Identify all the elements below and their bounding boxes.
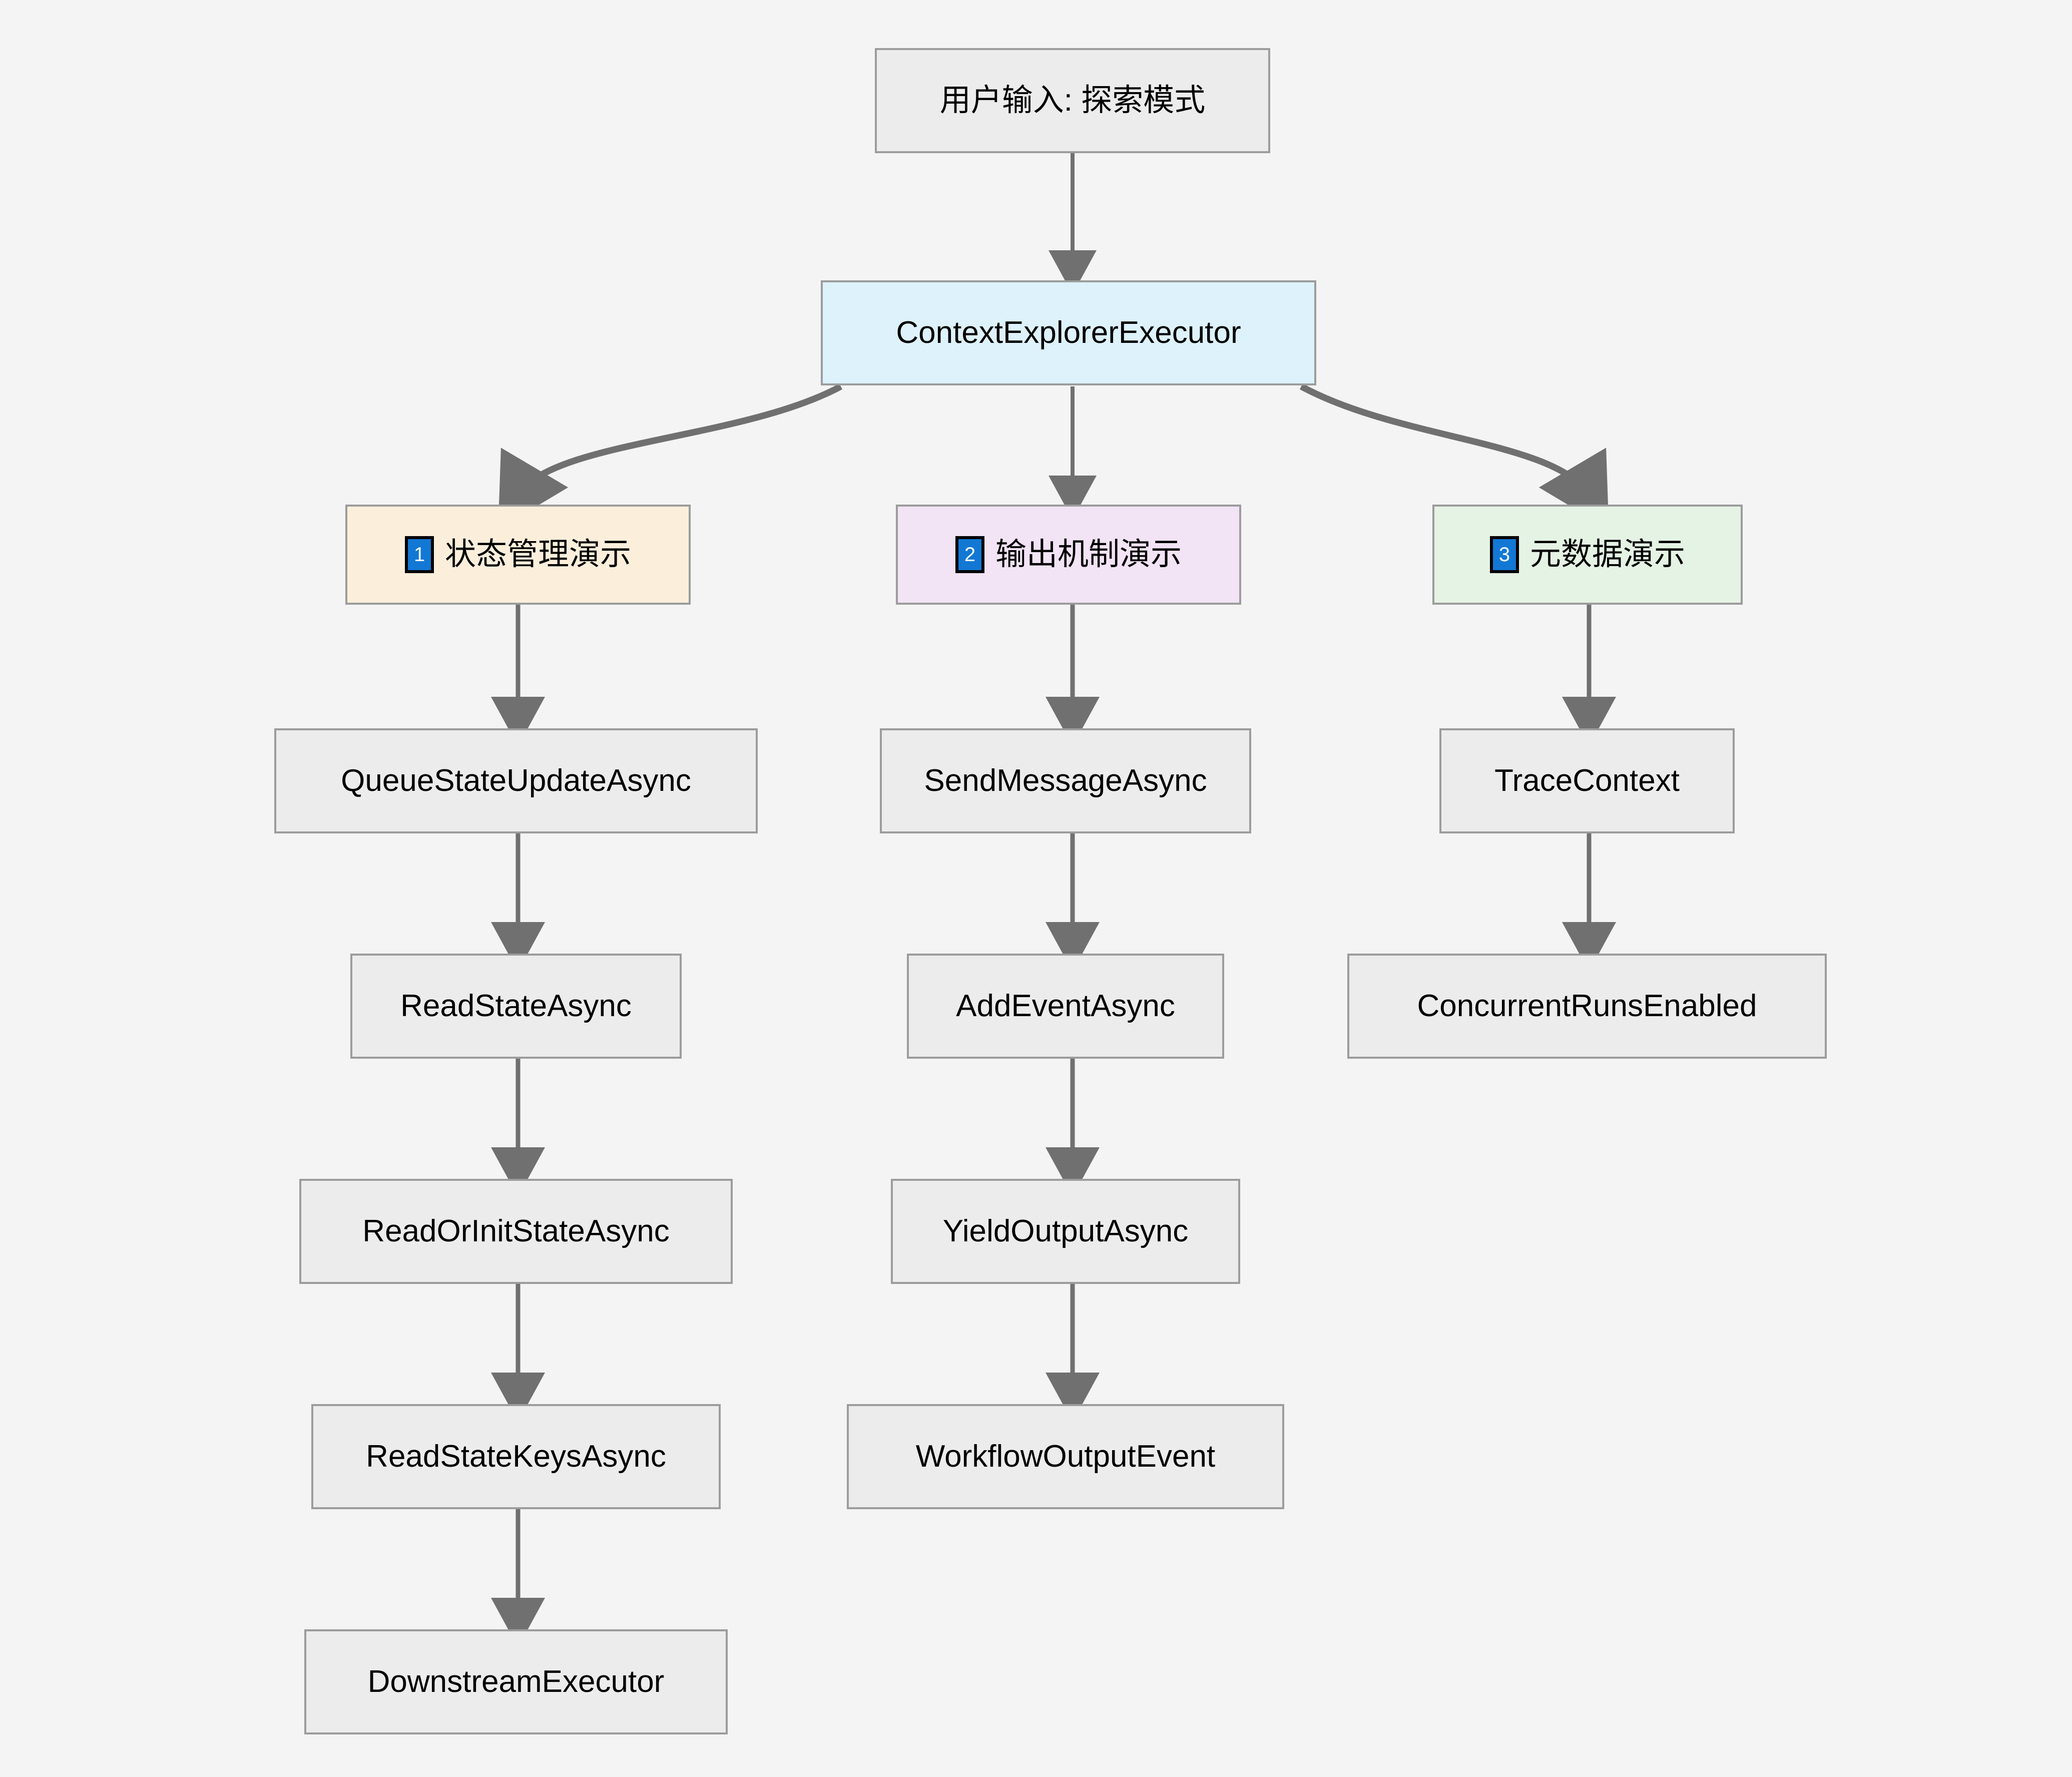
node-output-mechanism-demo-label: 输出机制演示 [995, 537, 1182, 572]
node-concurrent-runs-enabled-label: ConcurrentRunsEnabled [1417, 989, 1757, 1024]
node-add-event-async[interactable]: AddEventAsync [907, 954, 1224, 1059]
keycap-three-icon: 3 [1489, 536, 1519, 573]
category-2-label-group: 2 输出机制演示 [955, 536, 1182, 573]
node-user-input[interactable]: 用户输入: 探索模式 [875, 48, 1270, 153]
edge-executor-to-cat3 [1299, 383, 1609, 530]
node-state-management-demo-label: 状态管理演示 [444, 537, 631, 572]
node-user-input-label: 用户输入: 探索模式 [939, 83, 1206, 118]
node-queue-state-update-async-label: QueueStateUpdateAsync [341, 763, 691, 798]
node-trace-context[interactable]: TraceContext [1439, 728, 1735, 833]
node-read-or-init-state-async[interactable]: ReadOrInitStateAsync [299, 1179, 733, 1284]
node-state-management-demo[interactable]: 1 状态管理演示 [345, 505, 691, 605]
node-context-explorer-executor-label: ContextExplorerExecutor [896, 315, 1241, 350]
node-read-state-async-label: ReadStateAsync [400, 989, 632, 1024]
node-trace-context-label: TraceContext [1494, 763, 1680, 798]
category-3-label-group: 3 元数据演示 [1489, 536, 1685, 573]
node-yield-output-async[interactable]: YieldOutputAsync [891, 1179, 1240, 1284]
node-output-mechanism-demo[interactable]: 2 输出机制演示 [896, 505, 1241, 605]
node-workflow-output-event-label: WorkflowOutputEvent [915, 1439, 1216, 1474]
node-read-state-keys-async[interactable]: ReadStateKeysAsync [311, 1404, 721, 1509]
node-read-state-keys-async-label: ReadStateKeysAsync [366, 1439, 666, 1474]
node-concurrent-runs-enabled[interactable]: ConcurrentRunsEnabled [1347, 954, 1827, 1059]
node-send-message-async[interactable]: SendMessageAsync [880, 728, 1251, 833]
keycap-two-icon: 2 [955, 536, 984, 573]
node-downstream-executor[interactable]: DownstreamExecutor [304, 1629, 728, 1734]
node-read-or-init-state-async-label: ReadOrInitStateAsync [362, 1214, 670, 1249]
node-send-message-async-label: SendMessageAsync [924, 763, 1207, 798]
node-metadata-demo-label: 元数据演示 [1529, 537, 1685, 572]
node-metadata-demo[interactable]: 3 元数据演示 [1432, 505, 1743, 605]
category-1-label-group: 1 状态管理演示 [404, 536, 631, 573]
node-queue-state-update-async[interactable]: QueueStateUpdateAsync [274, 728, 758, 833]
node-context-explorer-executor[interactable]: ContextExplorerExecutor [821, 280, 1316, 385]
node-yield-output-async-label: YieldOutputAsync [942, 1214, 1189, 1249]
node-workflow-output-event[interactable]: WorkflowOutputEvent [847, 1404, 1284, 1509]
node-read-state-async[interactable]: ReadStateAsync [350, 954, 682, 1059]
keycap-one-icon: 1 [404, 536, 434, 573]
node-downstream-executor-label: DownstreamExecutor [367, 1664, 665, 1699]
node-add-event-async-label: AddEventAsync [956, 989, 1175, 1024]
edge-executor-to-cat1 [498, 383, 843, 530]
